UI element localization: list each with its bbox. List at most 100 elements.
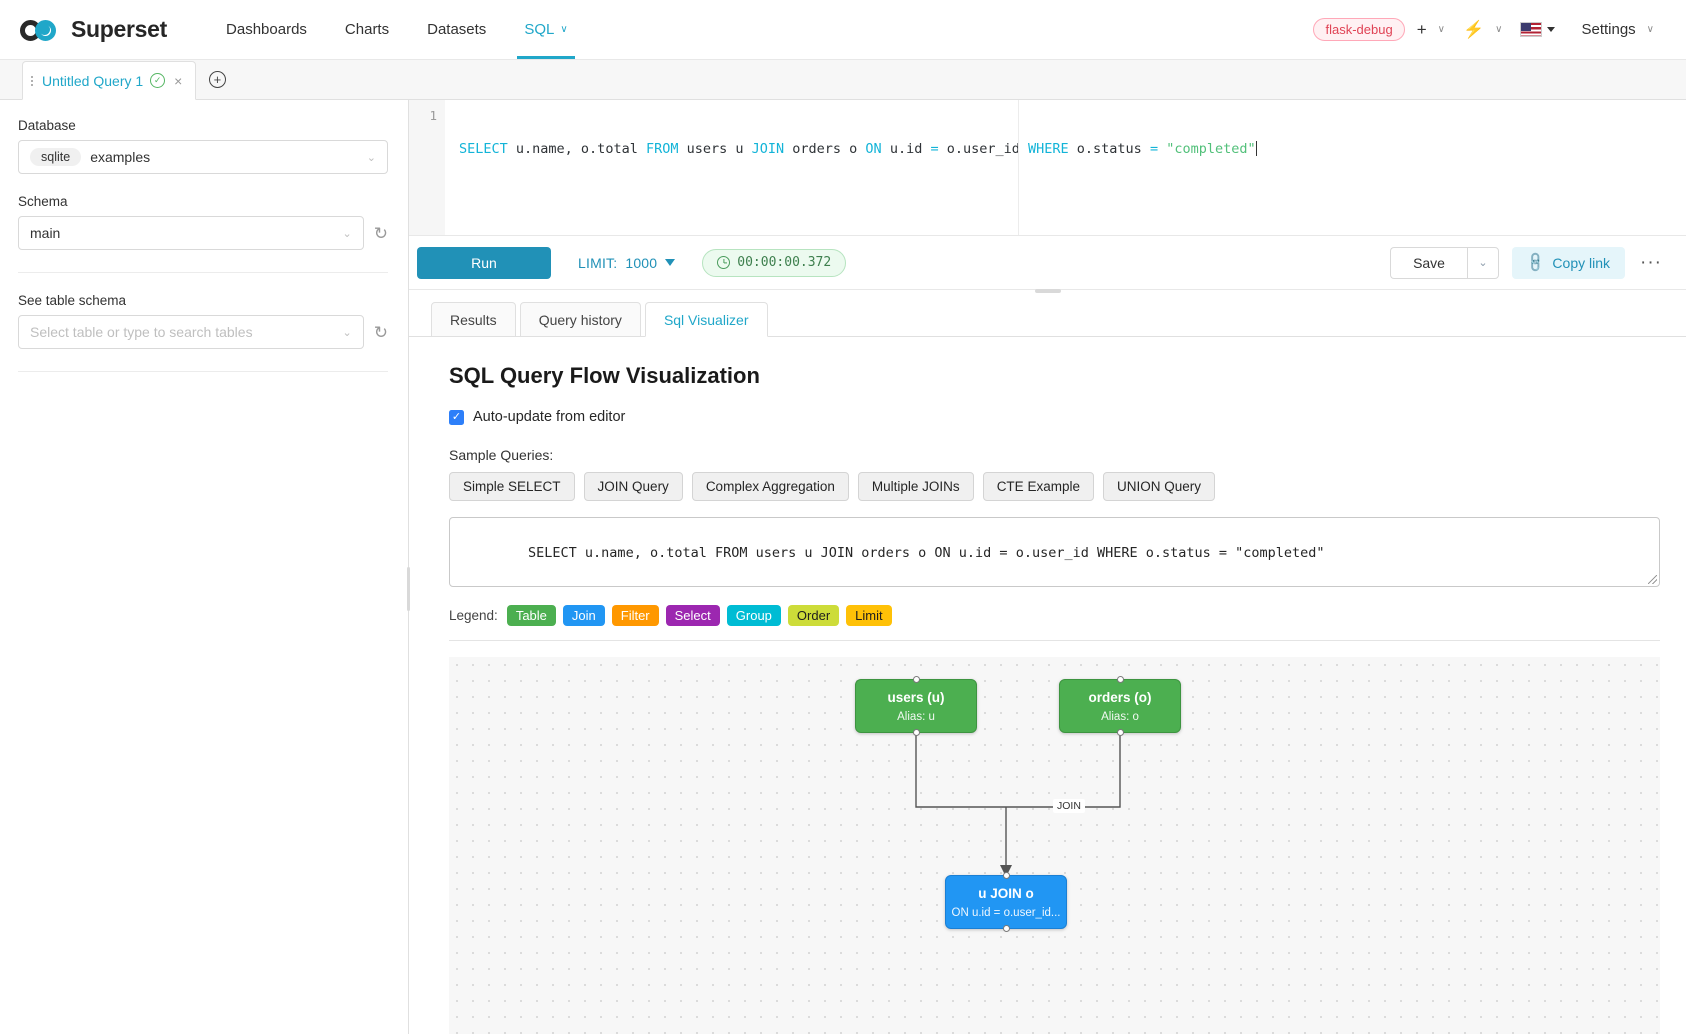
flow-node-users[interactable]: users (u) Alias: u bbox=[855, 676, 977, 736]
table-row: Select table or type to search tables ⌄ … bbox=[18, 315, 388, 349]
line-number: 1 bbox=[429, 108, 437, 123]
legend-label: Legend: bbox=[449, 608, 498, 623]
settings-menu[interactable]: Settings ∨ bbox=[1567, 17, 1660, 42]
more-options-button[interactable]: ··· bbox=[1640, 251, 1662, 273]
editor-resize-handle[interactable] bbox=[1034, 289, 1061, 293]
sql-token: = bbox=[1149, 141, 1159, 157]
limit-label: LIMIT: bbox=[578, 254, 618, 271]
nav-label: Charts bbox=[344, 21, 390, 38]
flow-node-join[interactable]: u JOIN o ON u.id = o.user_id... bbox=[945, 872, 1067, 932]
save-button[interactable]: Save bbox=[1390, 246, 1467, 279]
node-handle-top[interactable] bbox=[1116, 676, 1124, 683]
chevron-down-icon: ∨ bbox=[1646, 24, 1654, 35]
query-textarea[interactable]: SELECT u.name, o.total FROM users u JOIN… bbox=[449, 517, 1660, 587]
sample-queries-label: Sample Queries: bbox=[449, 447, 554, 463]
quick-actions-button[interactable]: ⚡ ∨ bbox=[1457, 16, 1509, 44]
panel-divider-bottom bbox=[18, 371, 388, 372]
nav-label: SQL bbox=[524, 21, 555, 38]
auto-update-checkbox[interactable]: ✓ bbox=[449, 409, 464, 425]
run-button[interactable]: Run bbox=[417, 246, 551, 279]
node-handle-bottom[interactable] bbox=[912, 729, 920, 736]
table-placeholder: Select table or type to search tables bbox=[30, 324, 253, 340]
schema-select[interactable]: main ⌄ bbox=[18, 216, 364, 250]
node-title: orders (o) bbox=[1088, 689, 1152, 705]
superset-logo[interactable]: Superset bbox=[20, 16, 167, 43]
node-subtitle: ON u.id = o.user_id... bbox=[951, 907, 1061, 920]
nav-item-charts[interactable]: Charts bbox=[326, 0, 408, 59]
sample-button-complex-aggregation[interactable]: Complex Aggregation bbox=[691, 472, 849, 501]
editor-toolbar: Run LIMIT: 1000 00:00:00.372 Save ⌄ 🔗 Co… bbox=[409, 236, 1686, 293]
sample-button-multiple-joins[interactable]: Multiple JOINs bbox=[857, 472, 974, 501]
nav-item-sql[interactable]: SQL ∨ bbox=[505, 0, 586, 59]
save-dropdown-button[interactable]: ⌄ bbox=[1466, 246, 1499, 279]
language-selector[interactable] bbox=[1514, 18, 1561, 41]
sql-token: u.name, o.total bbox=[507, 141, 646, 157]
close-icon[interactable]: × bbox=[174, 72, 183, 89]
nav-item-datasets[interactable]: Datasets bbox=[408, 0, 505, 59]
textarea-resize-grip[interactable] bbox=[1648, 575, 1657, 584]
node-handle-bottom[interactable] bbox=[1002, 925, 1010, 932]
sql-token: = bbox=[930, 141, 939, 157]
sql-token bbox=[1158, 141, 1166, 157]
tab-results[interactable]: Results bbox=[431, 302, 516, 337]
clock-icon bbox=[717, 256, 731, 269]
tab-query-history[interactable]: Query history bbox=[519, 302, 641, 337]
sql-token: orders o bbox=[784, 141, 866, 157]
legend-badge-order: Order bbox=[787, 605, 840, 626]
legend-badge-table: Table bbox=[506, 605, 556, 626]
see-table-schema-label: See table schema bbox=[18, 293, 127, 308]
copy-link-label: Copy link bbox=[1552, 254, 1611, 271]
flask-debug-badge: flask-debug bbox=[1313, 18, 1405, 41]
sql-token: WHERE bbox=[1028, 141, 1069, 157]
sample-query-buttons: Simple SELECT JOIN Query Complex Aggrega… bbox=[449, 472, 1664, 501]
sample-button-union-query[interactable]: UNION Query bbox=[1102, 472, 1215, 501]
sample-button-join-query[interactable]: JOIN Query bbox=[583, 472, 683, 501]
sql-code-line: SELECT u.name, o.total FROM users u JOIN… bbox=[459, 140, 1686, 159]
node-subtitle: Alias: u bbox=[897, 711, 935, 724]
query-tab-untitled-query-1[interactable]: Untitled Query 1 ✓ × bbox=[22, 61, 197, 100]
chevron-down-icon: ⌄ bbox=[342, 227, 352, 240]
sample-button-cte-example[interactable]: CTE Example bbox=[982, 472, 1094, 501]
nav-item-dashboards[interactable]: Dashboards bbox=[207, 0, 326, 59]
legend-badge-group: Group bbox=[726, 605, 781, 626]
sql-token: FROM bbox=[645, 141, 679, 157]
query-tab-bar: Untitled Query 1 ✓ × + bbox=[0, 60, 1686, 100]
limit-dropdown[interactable]: LIMIT: 1000 bbox=[578, 254, 676, 271]
node-handle-top[interactable] bbox=[1002, 872, 1010, 879]
node-title: users (u) bbox=[887, 689, 945, 705]
main-nav-links: Dashboards Charts Datasets SQL ∨ bbox=[207, 0, 587, 59]
auto-update-label: Auto-update from editor bbox=[473, 409, 626, 425]
node-title: u JOIN o bbox=[978, 885, 1034, 901]
chevron-down-icon: ⌄ bbox=[366, 151, 376, 164]
tab-sql-visualizer[interactable]: Sql Visualizer bbox=[644, 302, 768, 337]
database-label: Database bbox=[18, 118, 76, 133]
flow-edges bbox=[915, 733, 1121, 877]
drag-handle-icon[interactable] bbox=[31, 75, 35, 86]
schema-row: main ⌄ ↻ bbox=[18, 216, 388, 250]
auto-update-row[interactable]: ✓ Auto-update from editor bbox=[449, 409, 1664, 425]
legend: Legend: Table Join Filter Select Group O… bbox=[449, 605, 1660, 641]
flow-node-orders[interactable]: orders (o) Alias: o bbox=[1059, 676, 1181, 736]
check-circle-icon: ✓ bbox=[150, 73, 166, 88]
editor-code-area[interactable]: SELECT u.name, o.total FROM users u JOIN… bbox=[445, 100, 1686, 235]
database-field-group: Database sqlite examples ⌄ bbox=[18, 118, 388, 174]
node-handle-bottom[interactable] bbox=[1116, 729, 1124, 736]
sql-editor[interactable]: 1 SELECT u.name, o.total FROM users u JO… bbox=[409, 100, 1686, 236]
brand-name: Superset bbox=[71, 16, 168, 42]
add-query-tab-button[interactable]: + bbox=[196, 60, 238, 99]
panel-resize-handle[interactable] bbox=[407, 567, 410, 611]
sql-token: o.status bbox=[1068, 141, 1150, 157]
timer-value: 00:00:00.372 bbox=[737, 255, 832, 270]
legend-badge-filter: Filter bbox=[611, 605, 659, 626]
refresh-schema-icon[interactable]: ↻ bbox=[373, 223, 388, 243]
copy-link-button[interactable]: 🔗 Copy link bbox=[1511, 246, 1626, 279]
new-item-button[interactable]: + ∨ bbox=[1411, 16, 1451, 44]
sql-token: SELECT bbox=[459, 141, 508, 157]
node-handle-top[interactable] bbox=[912, 676, 920, 683]
sample-button-simple-select[interactable]: Simple SELECT bbox=[449, 472, 575, 501]
page-title: SQL Query Flow Visualization bbox=[449, 363, 760, 388]
database-select[interactable]: sqlite examples ⌄ bbox=[18, 140, 388, 174]
refresh-tables-icon[interactable]: ↻ bbox=[373, 322, 388, 342]
table-select[interactable]: Select table or type to search tables ⌄ bbox=[18, 315, 364, 349]
flow-diagram-canvas[interactable]: JOIN users (u) Alias: u orders (o) Alias… bbox=[449, 657, 1660, 1034]
